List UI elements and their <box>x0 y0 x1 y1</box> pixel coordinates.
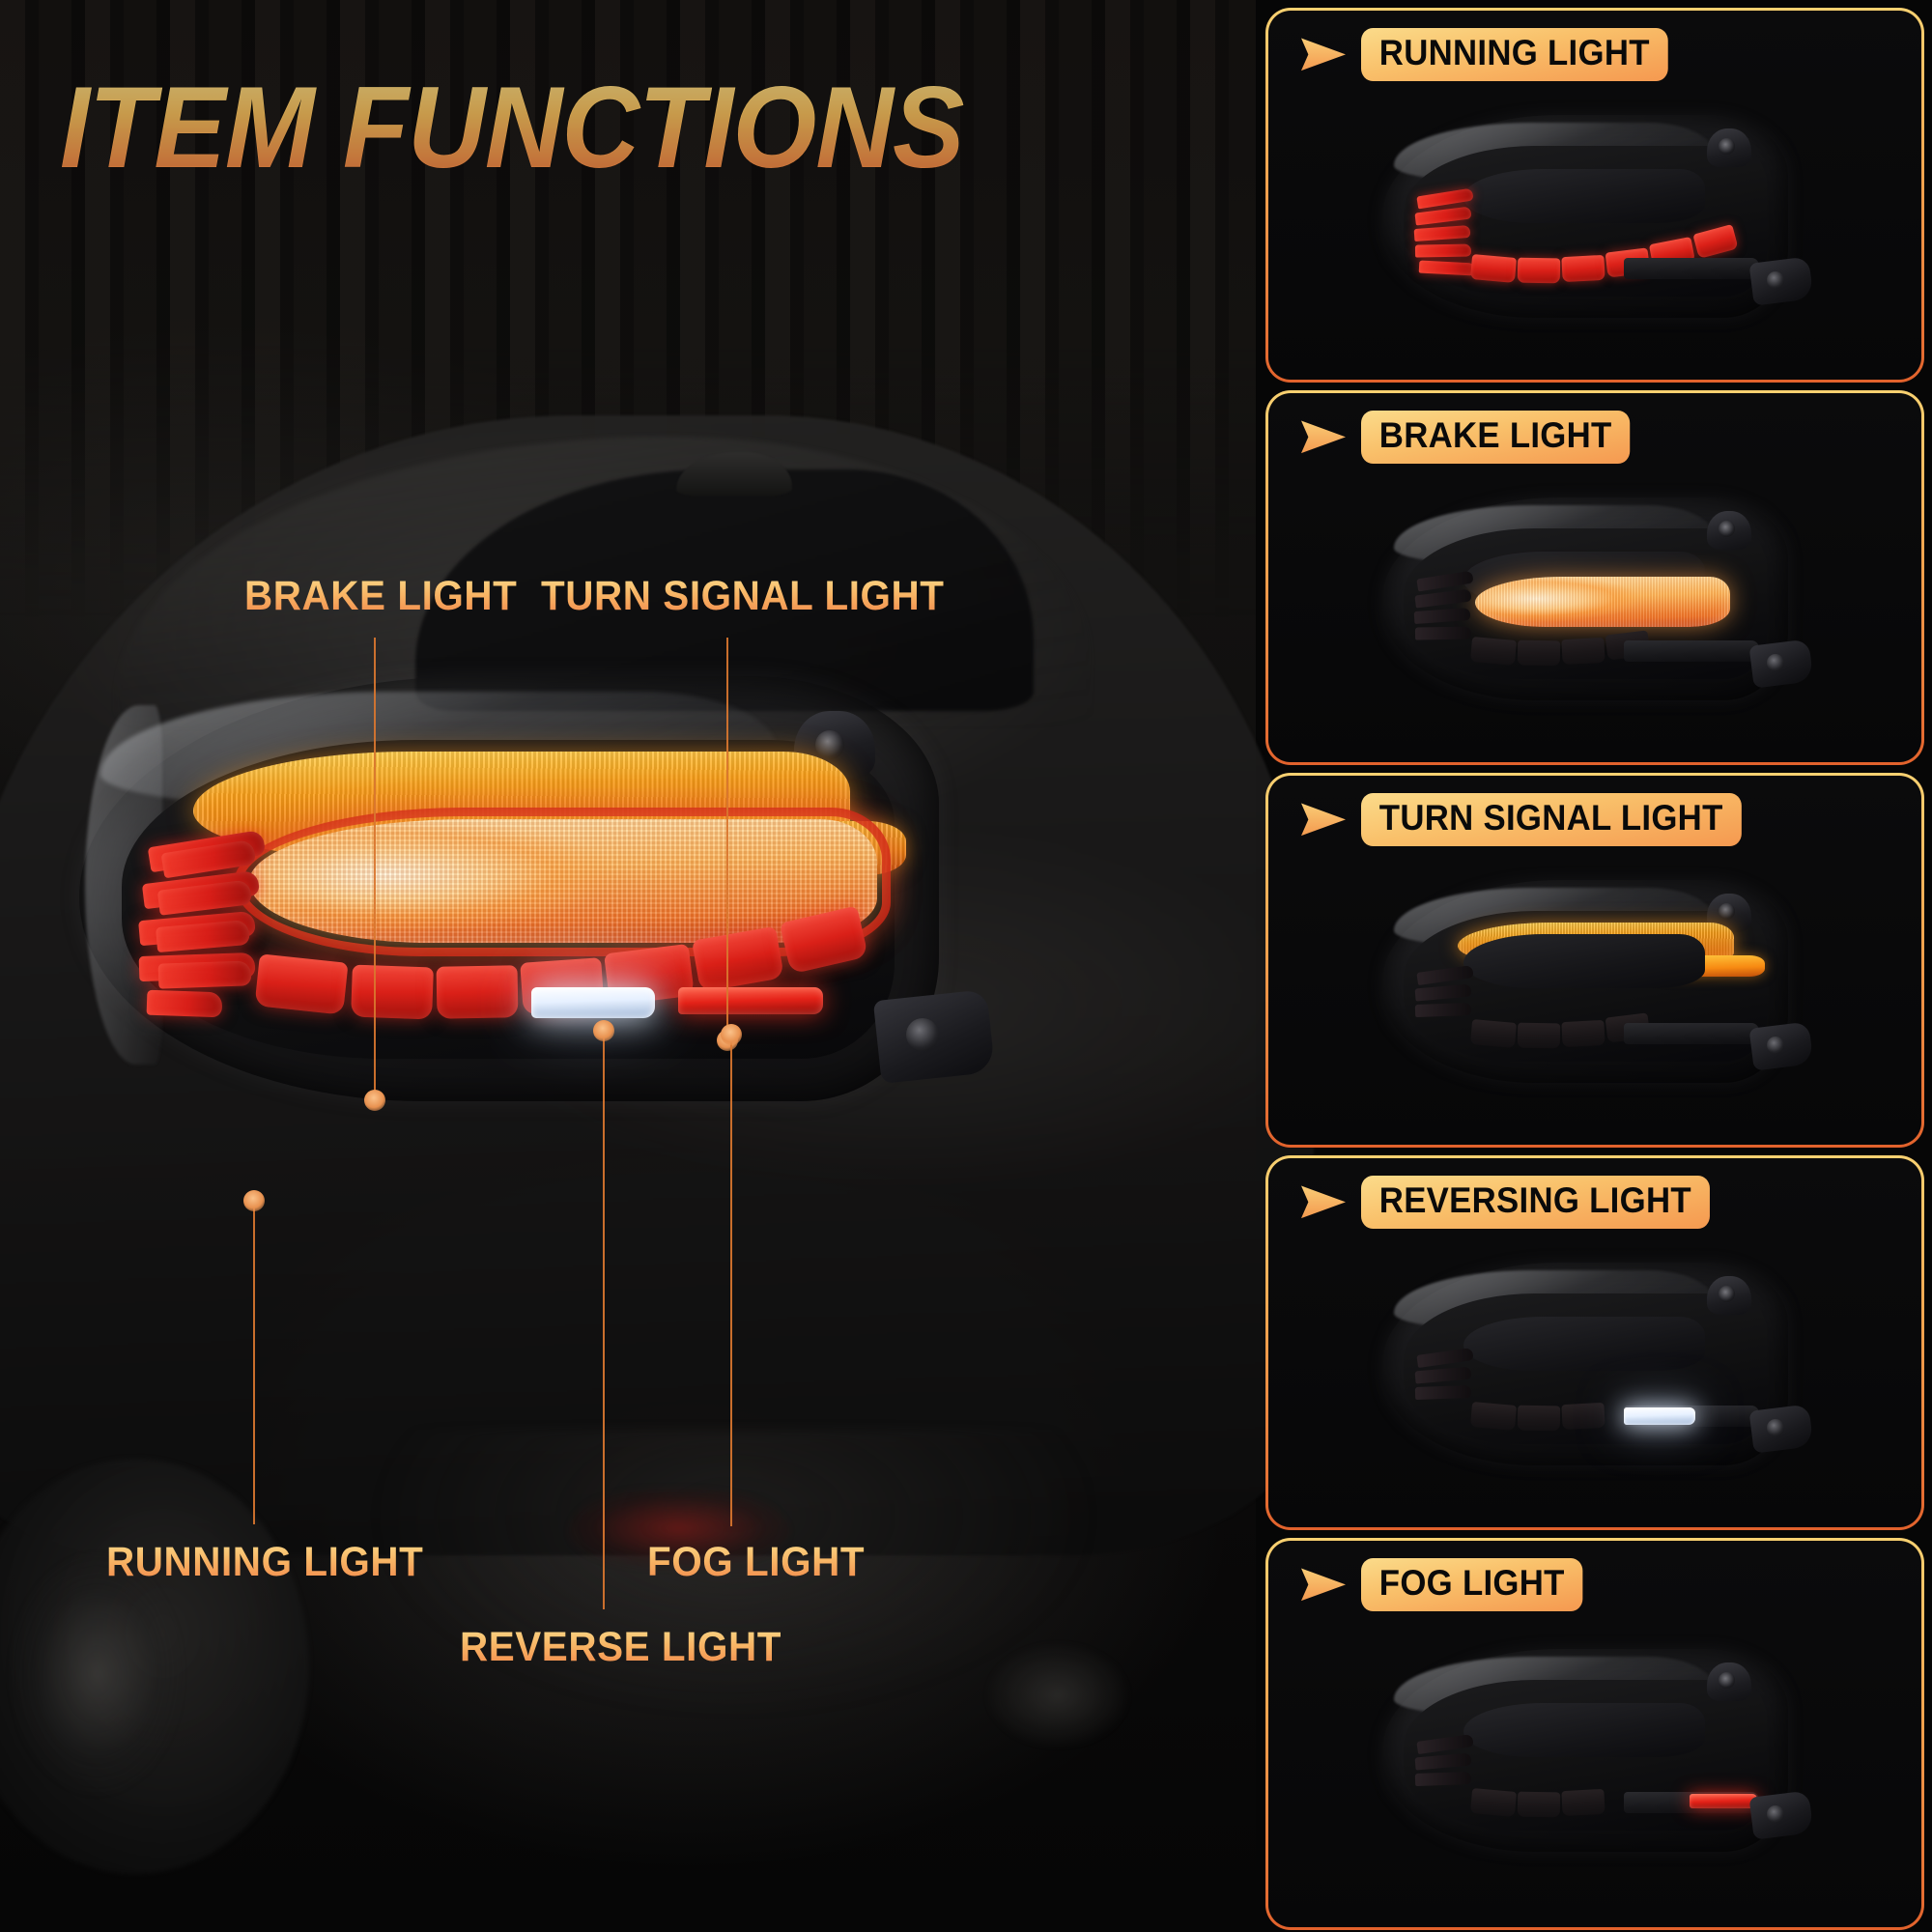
triangle-right-icon <box>1301 1568 1346 1602</box>
callout-label-turn-signal-light: TURN SIGNAL LIGHT <box>541 573 945 619</box>
panel-running-light[interactable]: RUNNING LIGHT <box>1265 8 1924 383</box>
thumb-brake-lamp <box>1475 577 1730 627</box>
triangle-right-icon <box>1301 420 1346 454</box>
mount-tab-hole <box>815 730 844 759</box>
callout-label-running-light: RUNNING LIGHT <box>106 1539 424 1585</box>
thumb-running-segment <box>1517 1405 1561 1432</box>
panel-label-row-turn-signal-light: TURN SIGNAL LIGHT <box>1301 793 1766 846</box>
panel-label-turn-signal-light: TURN SIGNAL LIGHT <box>1361 793 1742 846</box>
thumb-lower-plate <box>1624 258 1759 279</box>
thumb-running-segment <box>1561 1402 1605 1431</box>
panel-fog-light[interactable]: FOG LIGHT <box>1265 1538 1924 1930</box>
panel-label-fog-light: FOG LIGHT <box>1361 1558 1583 1611</box>
thumb-running-segment <box>1517 1791 1561 1818</box>
thumb-bracket-hole <box>1767 1037 1784 1054</box>
thumb-running-segment <box>1561 637 1605 666</box>
brake-lamp <box>249 819 877 943</box>
leader-line-fog-light <box>730 1037 732 1526</box>
panel-brake-light[interactable]: BRAKE LIGHT <box>1265 390 1924 765</box>
leader-line-turn-signal-light <box>726 638 728 1041</box>
car-exhaust <box>985 1642 1130 1748</box>
thumb-bracket-hole <box>1767 1419 1784 1436</box>
thumb-running-segment <box>1469 637 1518 666</box>
panel-reversing-light[interactable]: REVERSING LIGHT <box>1265 1155 1924 1530</box>
thumbnail-reversing-light <box>1382 1263 1814 1465</box>
leader-dot-running-light <box>243 1190 265 1211</box>
triangle-right-icon <box>1301 1185 1346 1219</box>
thumb-fog-lamp <box>1690 1794 1757 1808</box>
panel-label-row-brake-light: BRAKE LIGHT <box>1301 411 1647 464</box>
panel-turn-signal-light[interactable]: TURN SIGNAL LIGHT <box>1265 773 1924 1148</box>
thumb-mount-tab-hole <box>1719 138 1735 155</box>
thumb-mount-tab-hole <box>1719 1672 1735 1689</box>
running-light-segment <box>146 989 223 1018</box>
thumb-mount-tab-hole <box>1719 1286 1735 1302</box>
callout-label-brake-light: BRAKE LIGHT <box>244 573 518 619</box>
fog-lamp <box>678 987 823 1014</box>
thumb-running-segment <box>1414 1771 1472 1787</box>
running-light-segment <box>351 964 434 1020</box>
thumb-running-segment <box>1561 1019 1605 1048</box>
car-wheel-rim <box>10 1553 184 1795</box>
thumb-reverse-lamp <box>1624 1407 1695 1425</box>
leader-line-running-light <box>253 1204 255 1524</box>
reverse-lamp <box>531 987 655 1018</box>
thumb-running-segment <box>1414 1384 1472 1401</box>
thumbnail-turn-signal-light <box>1382 880 1814 1083</box>
thumb-lower-plate <box>1624 640 1759 662</box>
panel-label-reversing-light: REVERSING LIGHT <box>1361 1176 1710 1229</box>
thumbnail-running-light <box>1382 115 1814 318</box>
thumb-running-segment <box>1517 639 1561 667</box>
thumb-running-segment <box>1561 1788 1605 1817</box>
callout-label-fog-light: FOG LIGHT <box>647 1539 866 1585</box>
function-panel-column: RUNNING LIGHT <box>1256 0 1932 1932</box>
thumb-running-segment <box>1469 254 1518 283</box>
thumb-running-segment <box>1414 243 1472 258</box>
panel-label-row-fog-light: FOG LIGHT <box>1301 1558 1597 1611</box>
car-far-taillight <box>568 1488 790 1569</box>
thumb-running-segment <box>1517 1022 1561 1049</box>
thumbnail-brake-light <box>1382 497 1814 700</box>
leader-line-brake-light <box>374 638 376 1101</box>
panel-label-brake-light: BRAKE LIGHT <box>1361 411 1631 464</box>
thumb-bracket-hole <box>1767 654 1784 671</box>
leader-dot-brake-light <box>364 1090 385 1111</box>
thumb-running-segment <box>1414 626 1472 640</box>
panel-label-row-reversing-light: REVERSING LIGHT <box>1301 1176 1732 1229</box>
thumb-inner-wave <box>1463 169 1705 223</box>
thumb-inner-wave <box>1463 1703 1705 1757</box>
triangle-right-icon <box>1301 38 1346 71</box>
running-light-segment <box>157 960 252 989</box>
thumb-inner-wave <box>1463 1317 1705 1371</box>
panel-label-running-light: RUNNING LIGHT <box>1361 28 1668 81</box>
car-bumper <box>367 1430 1101 1719</box>
leader-line-reverse-light <box>603 1034 605 1609</box>
mounting-bracket-hole <box>906 1018 939 1051</box>
hero-taillight-assembly <box>79 676 996 1101</box>
thumb-running-segment <box>1469 1019 1518 1048</box>
thumb-mount-tab-hole <box>1719 903 1735 920</box>
page-title: ITEM FUNCTIONS <box>60 63 964 192</box>
thumb-bracket-hole <box>1767 271 1784 289</box>
panel-label-row-running-light: RUNNING LIGHT <box>1301 28 1688 81</box>
running-light-segment <box>254 953 349 1015</box>
thumb-running-segment <box>1517 257 1561 284</box>
thumb-running-segment <box>1414 1002 1472 1018</box>
triangle-right-icon <box>1301 803 1346 837</box>
callout-label-reverse-light: REVERSE LIGHT <box>460 1624 781 1670</box>
thumb-inner-wave <box>1463 934 1705 988</box>
thumbnail-fog-light <box>1382 1649 1814 1852</box>
running-light-segment <box>436 965 519 1019</box>
car-wheel <box>0 1459 309 1874</box>
leader-dot-fog-light <box>721 1024 742 1045</box>
thumb-running-segment <box>1469 1788 1518 1817</box>
thumb-running-segment <box>1469 1402 1518 1431</box>
thumb-running-segment <box>1561 254 1605 283</box>
thumb-lower-plate <box>1624 1023 1759 1044</box>
leader-dot-reverse-light <box>593 1020 614 1041</box>
thumb-mount-tab-hole <box>1719 521 1735 537</box>
thumb-bracket-hole <box>1767 1805 1784 1823</box>
